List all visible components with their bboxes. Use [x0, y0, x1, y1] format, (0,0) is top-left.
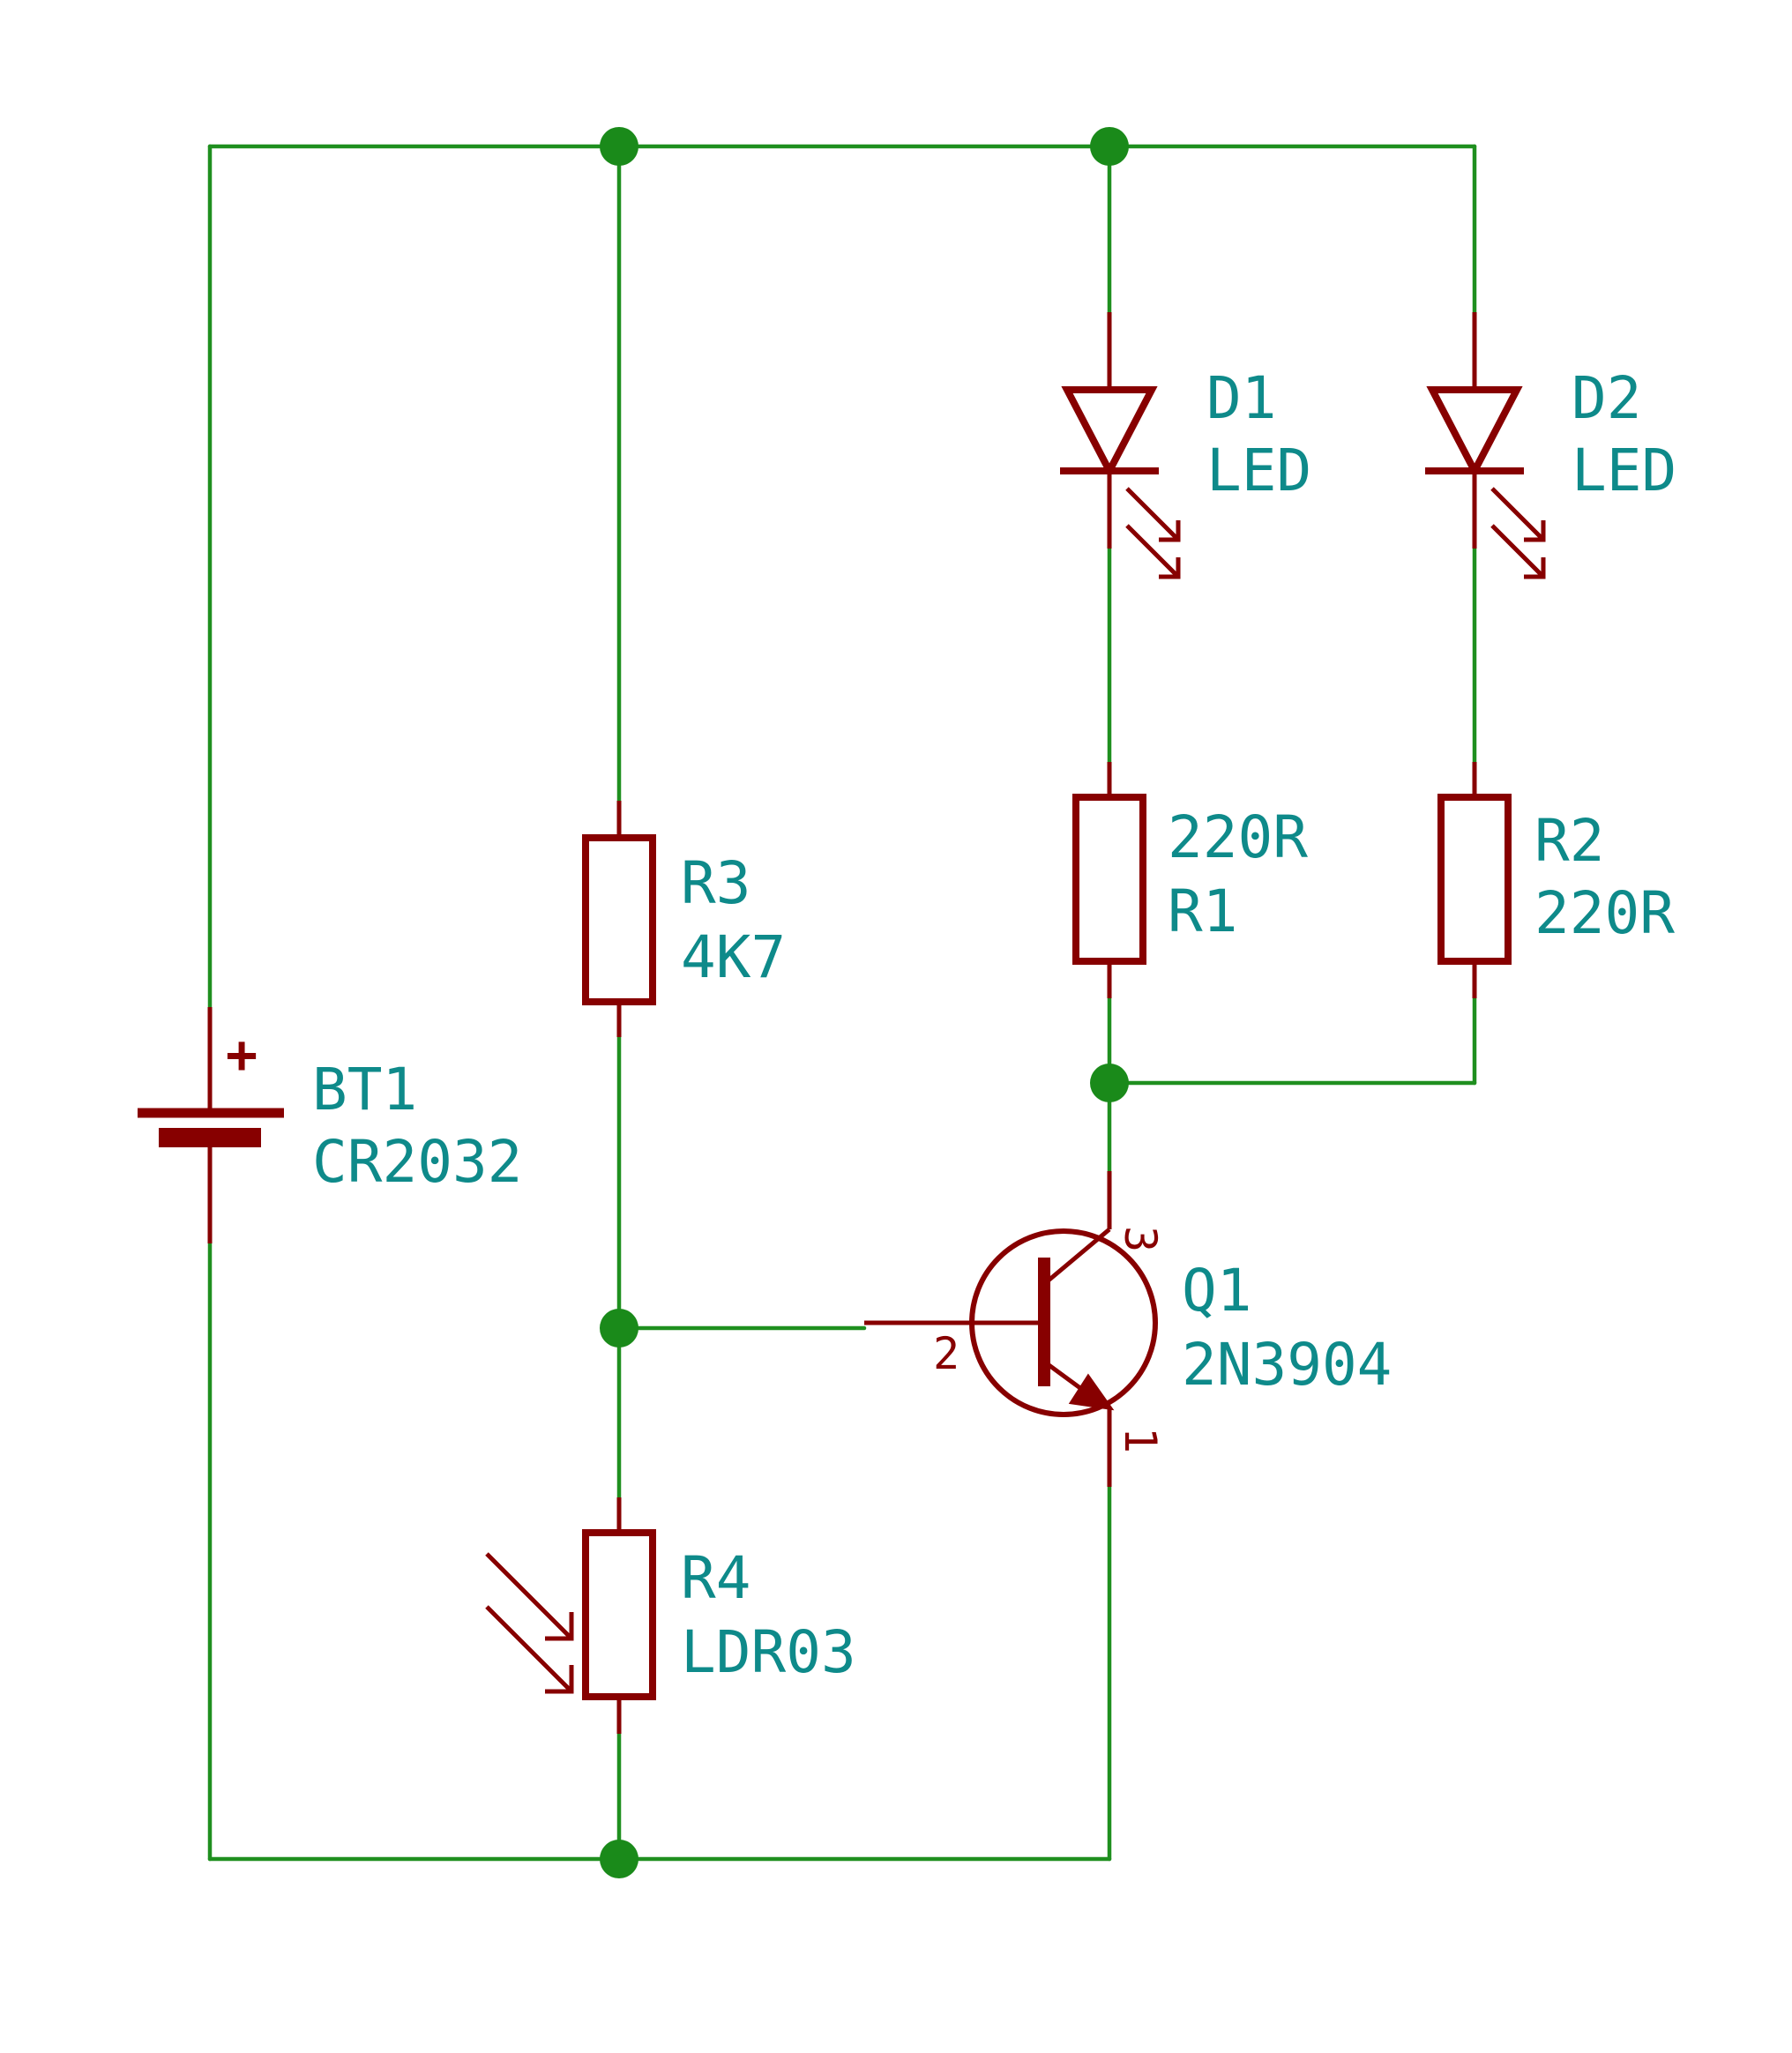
wires: [207, 144, 1477, 1862]
light-arrows-icon: [485, 1552, 574, 1694]
resistor-r1-ref: R1: [1168, 877, 1237, 945]
resistor-r2-symbol: [1437, 762, 1512, 998]
resistor-r2-value: 220R: [1534, 879, 1675, 947]
transistor-q1-base-pin-number: 2: [933, 1328, 959, 1379]
transistor-q1-collector-lead: [1042, 1228, 1111, 1286]
ldr-r4-body: [582, 1529, 656, 1700]
resistor-r2-ref: R2: [1534, 807, 1604, 875]
resistor-r3-ref: R3: [681, 849, 750, 917]
transistor-q1-symbol: [864, 1171, 1158, 1487]
emission-arrows-icon: [1125, 487, 1181, 579]
battery-polarity-mark: +: [226, 1024, 258, 1086]
resistor-r1-body: [1072, 794, 1146, 965]
resistor-r1-symbol: [1072, 762, 1146, 998]
led-d1-triangle: [1061, 386, 1158, 479]
junction-collector: [1090, 1064, 1129, 1102]
resistor-r3-value: 4K7: [681, 923, 786, 991]
junction-top-r3: [600, 127, 638, 166]
led-d2-ref: D2: [1572, 364, 1641, 432]
transistor-q1-value: 2N3904: [1182, 1331, 1392, 1399]
led-d2-triangle: [1426, 386, 1523, 479]
resistor-r2-body: [1437, 794, 1512, 965]
led-d1-symbol: [1060, 312, 1181, 579]
led-d2-symbol: [1425, 312, 1546, 579]
junction-bottom: [600, 1840, 638, 1878]
transistor-q1-collector-pin-number: 3: [1115, 1226, 1166, 1252]
transistor-q1-emitter-pin-number: 1: [1115, 1427, 1166, 1453]
junctions: [600, 127, 1129, 1878]
led-d1-value: LED: [1206, 437, 1311, 504]
ldr-r4-value: LDR03: [681, 1618, 856, 1686]
ldr-r4-ref: R4: [681, 1544, 750, 1612]
junction-base-divider: [600, 1309, 638, 1348]
ldr-r4-symbol: [485, 1497, 656, 1734]
resistor-r1-value: 220R: [1168, 803, 1308, 871]
emission-arrows-icon: [1490, 487, 1546, 579]
led-d2-value: LED: [1572, 437, 1676, 504]
battery-symbol: +: [138, 1007, 284, 1243]
transistor-q1-emitter-arrow: [1068, 1373, 1115, 1411]
battery-ref: BT1: [312, 1056, 417, 1124]
led-d1-ref: D1: [1206, 364, 1276, 432]
junction-top-d1: [1090, 127, 1129, 166]
transistor-q1-ref: Q1: [1182, 1257, 1251, 1325]
battery-value: CR2032: [312, 1128, 522, 1196]
resistor-r3-symbol: [582, 801, 656, 1037]
resistor-r3-body: [582, 834, 656, 1005]
